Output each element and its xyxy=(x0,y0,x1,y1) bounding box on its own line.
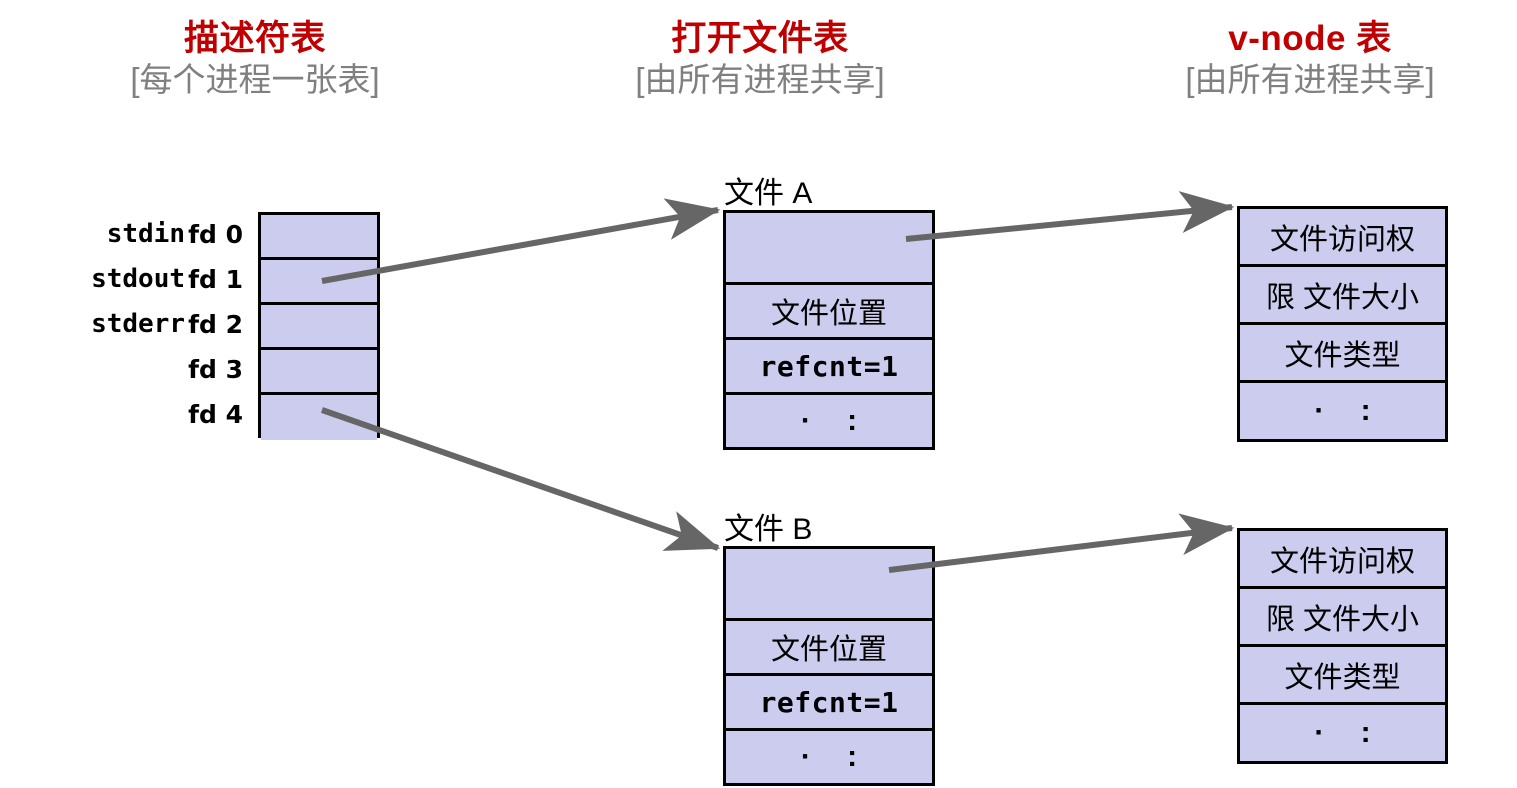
open-file-table-b: 文件位置 refcnt=1 · : xyxy=(723,546,935,786)
file-a-row-refcnt[interactable]: refcnt=1 xyxy=(726,340,932,395)
descriptor-table-subtitle: [每个进程一张表] xyxy=(130,61,380,99)
fd-label-3: fd 3 xyxy=(188,355,243,384)
column-header-vnode-table: v-node 表 [由所有进程共享] xyxy=(1110,18,1510,100)
open-file-table-title: 打开文件表 xyxy=(671,19,849,58)
column-header-open-file-table: 打开文件表 [由所有进程共享] xyxy=(535,18,985,100)
vnode-table-subtitle: [由所有进程共享] xyxy=(1185,61,1435,99)
descriptor-table-row-fd2[interactable] xyxy=(261,305,377,350)
vnode-a-row-ellipsis[interactable]: · : xyxy=(1240,383,1445,439)
vnode-a-row-type[interactable]: 文件类型 xyxy=(1240,325,1445,383)
file-b-row-file-position[interactable]: 文件位置 xyxy=(726,621,932,676)
descriptor-table-row-fd0[interactable] xyxy=(261,215,377,260)
descriptor-table-row-fd1[interactable] xyxy=(261,260,377,305)
fd-label-2: fd 2 xyxy=(188,310,243,339)
vnode-table-a: 文件访问权 限 文件大小 文件类型 · : xyxy=(1237,206,1448,442)
arrow-file-a-to-vnode-a xyxy=(905,191,1235,242)
vnode-table-b: 文件访问权 限 文件大小 文件类型 · : xyxy=(1237,528,1448,764)
vnode-b-row-ellipsis[interactable]: · : xyxy=(1240,705,1445,761)
descriptor-table-title: 描述符表 xyxy=(183,19,326,58)
vnode-b-row-access[interactable]: 文件访问权 xyxy=(1240,531,1445,589)
file-b-row-ellipsis[interactable]: · : xyxy=(726,731,932,783)
file-b-caption: 文件 B xyxy=(724,513,813,546)
arrow-fd1-to-file-a xyxy=(321,198,721,284)
vnode-a-row-access[interactable]: 文件访问权 xyxy=(1240,209,1445,267)
fd-label-1: fd 1 xyxy=(188,265,243,294)
vnode-table-title: v-node 表 xyxy=(1228,19,1392,58)
arrow-fd4-to-file-b xyxy=(321,407,721,551)
stdin-label: stdin xyxy=(106,219,185,249)
file-a-row-file-position[interactable]: 文件位置 xyxy=(726,285,932,340)
file-a-caption: 文件 A xyxy=(724,177,813,210)
file-b-row-refcnt[interactable]: refcnt=1 xyxy=(726,676,932,731)
file-a-row-ellipsis[interactable]: · : xyxy=(726,395,932,447)
stdout-label: stdout xyxy=(91,264,185,294)
file-a-row-header[interactable] xyxy=(726,213,932,285)
stderr-label: stderr xyxy=(91,309,185,339)
descriptor-table-row-fd4[interactable] xyxy=(261,395,377,440)
file-b-row-header[interactable] xyxy=(726,549,932,621)
vnode-b-row-size[interactable]: 限 文件大小 xyxy=(1240,589,1445,647)
fd-label-0: fd 0 xyxy=(188,220,243,249)
column-header-descriptor-table: 描述符表 [每个进程一张表] xyxy=(30,18,480,100)
fd-label-4: fd 4 xyxy=(188,400,243,429)
descriptor-table-row-fd3[interactable] xyxy=(261,350,377,395)
open-file-table-subtitle: [由所有进程共享] xyxy=(635,61,885,99)
open-file-table-a: 文件位置 refcnt=1 · : xyxy=(723,210,935,450)
descriptor-table xyxy=(258,212,380,440)
vnode-a-row-size[interactable]: 限 文件大小 xyxy=(1240,267,1445,325)
arrow-file-b-to-vnode-b xyxy=(888,513,1235,573)
vnode-b-row-type[interactable]: 文件类型 xyxy=(1240,647,1445,705)
